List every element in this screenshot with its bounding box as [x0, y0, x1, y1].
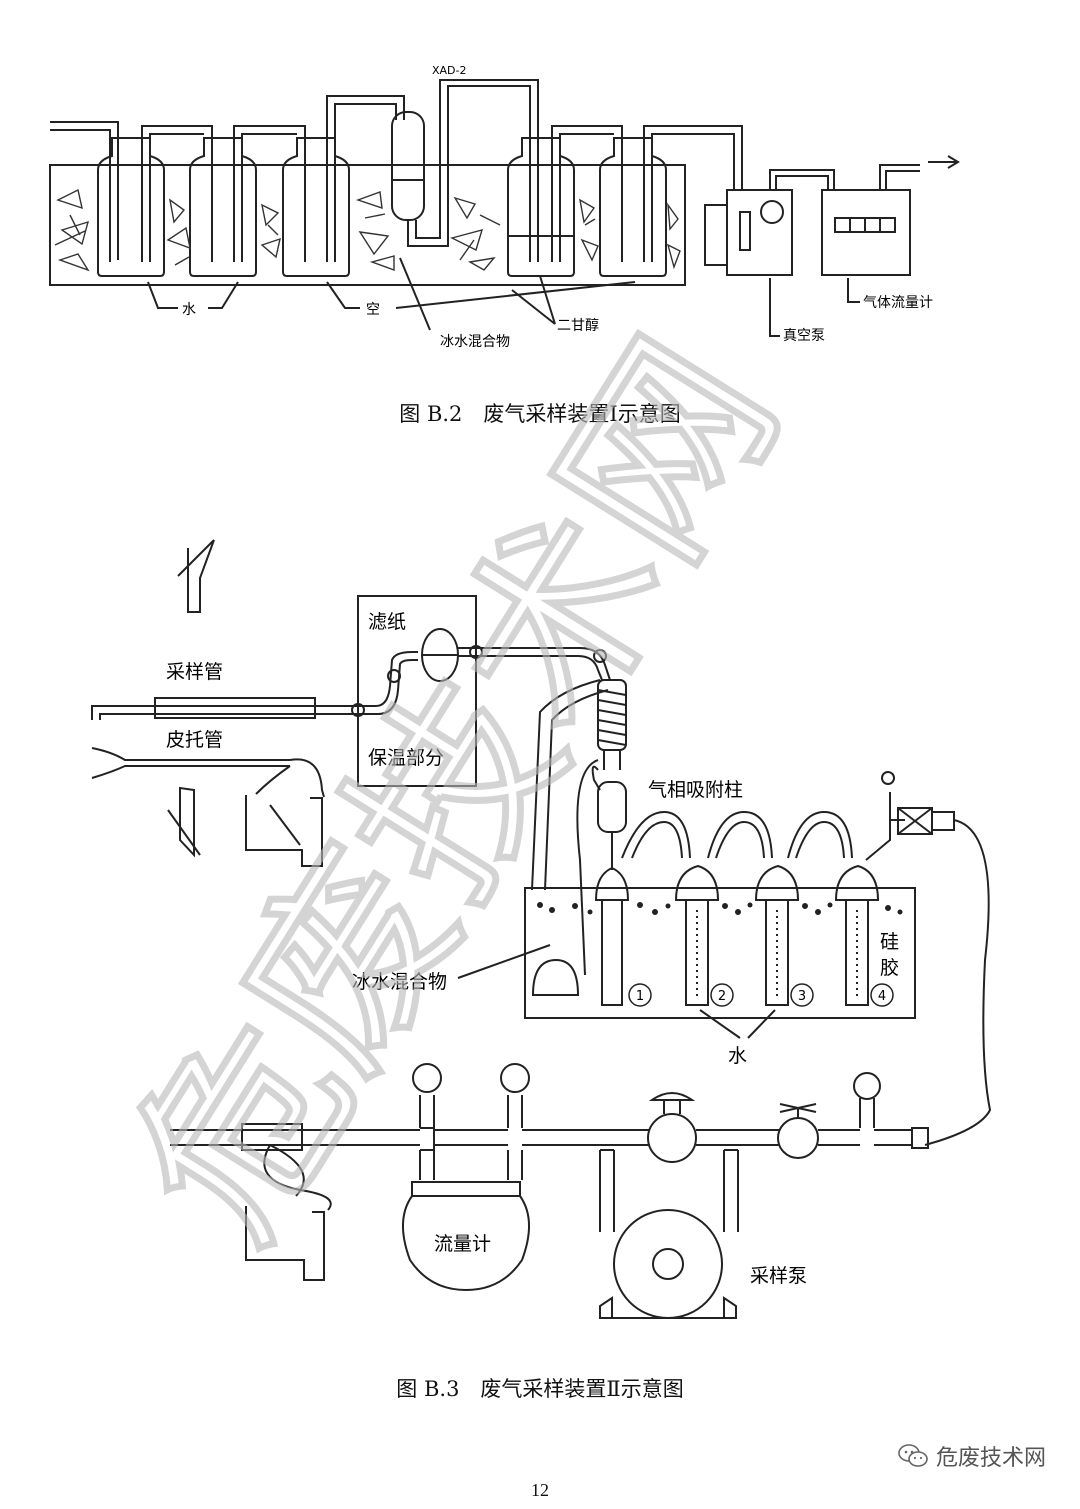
b3-impinger-4 [834, 864, 880, 1006]
b3-bottle-num-2: 2 [718, 989, 726, 1004]
b3-label-silica-gel-1: 硅 [880, 931, 899, 953]
b2-label-empty: 空 [366, 302, 380, 318]
b2-bottle-2 [189, 137, 257, 277]
b3-label-water: 水 [728, 1045, 747, 1067]
b3-adsorption-column [597, 781, 627, 833]
b3-bottle-num-3: 3 [798, 989, 806, 1004]
wechat-icon [898, 1444, 928, 1467]
b2-label-vacuum-pump: 真空泵 [783, 328, 825, 344]
b2-bottle-4 [507, 137, 575, 277]
b3-sampling-tube [154, 697, 316, 719]
b2-label-ice-water: 冰水混合物 [440, 334, 510, 350]
brand-text: 危废技术网 [935, 1446, 1046, 1471]
b2-bath-tank [49, 164, 686, 286]
b3-label-pitot-tube: 皮托管 [166, 729, 223, 751]
b2-label-xad: XAD-2 [432, 64, 467, 77]
b3-label-ice-water: 冰水混合物 [352, 971, 447, 993]
b2-bottle-1 [97, 137, 165, 277]
b3-manometer-1 [245, 795, 323, 867]
b3-gauge-2 [500, 1063, 530, 1093]
b3-needle-valve [777, 1117, 819, 1159]
b3-impinger-3 [754, 864, 800, 1006]
b3-label-adsorption-column: 气相吸附柱 [648, 779, 743, 801]
figure-b2-caption: 图 B.2 废气采样装置Ⅰ示意图 [399, 402, 681, 426]
b2-bottle-5 [599, 137, 667, 277]
figure-b3-diagram: 1 2 3 4 滤纸 采样管 皮托管 保温部分 气相吸附柱 硅 胶 冰水混合物 … [91, 539, 992, 1319]
b2-vacuum-pump [726, 189, 793, 276]
brand-badge: 危废技术网 [898, 1440, 1046, 1472]
b3-insulation-box [357, 595, 477, 787]
b2-ice-fragments [54, 188, 681, 272]
b3-label-flowmeter: 流量计 [434, 1233, 491, 1255]
b3-label-filter-paper: 滤纸 [368, 611, 406, 633]
b3-impinger-2 [674, 864, 720, 1006]
b3-label-silica-gel-2: 胶 [880, 957, 899, 979]
b3-label-sampling-tube: 采样管 [166, 661, 223, 683]
b3-bottle-num-1: 1 [636, 989, 644, 1004]
figure-b3-caption: 图 B.3 废气采样装置Ⅱ示意图 [396, 1377, 684, 1401]
b3-impinger-1 [594, 866, 630, 1006]
b3-label-sampling-pump: 采样泵 [750, 1265, 807, 1287]
b3-silica-gel-dots [537, 902, 903, 915]
b2-bottle-3 [282, 137, 350, 277]
b3-manometer-2 [245, 1206, 325, 1281]
b3-pitot-tube [91, 747, 290, 779]
b2-gas-flowmeter [821, 189, 911, 276]
b2-label-gas-flowmeter: 气体流量计 [863, 295, 933, 311]
b2-label-glycol: 二甘醇 [557, 317, 599, 334]
b3-label-insulation: 保温部分 [368, 747, 444, 769]
figure-b2-diagram: XAD-2 水 空 二甘醇 冰水混合物 真空泵 气体流量计 [49, 64, 960, 350]
b3-gauge-1 [412, 1063, 442, 1093]
page-number: 12 [531, 1480, 549, 1500]
b3-flowmeter [401, 1195, 531, 1292]
b3-sampling-pump [613, 1209, 723, 1319]
b3-bottle-num-4: 4 [878, 989, 886, 1004]
b3-pump-valve [647, 1113, 697, 1163]
b3-gauge-3 [853, 1072, 881, 1100]
b2-label-water: 水 [182, 302, 196, 318]
